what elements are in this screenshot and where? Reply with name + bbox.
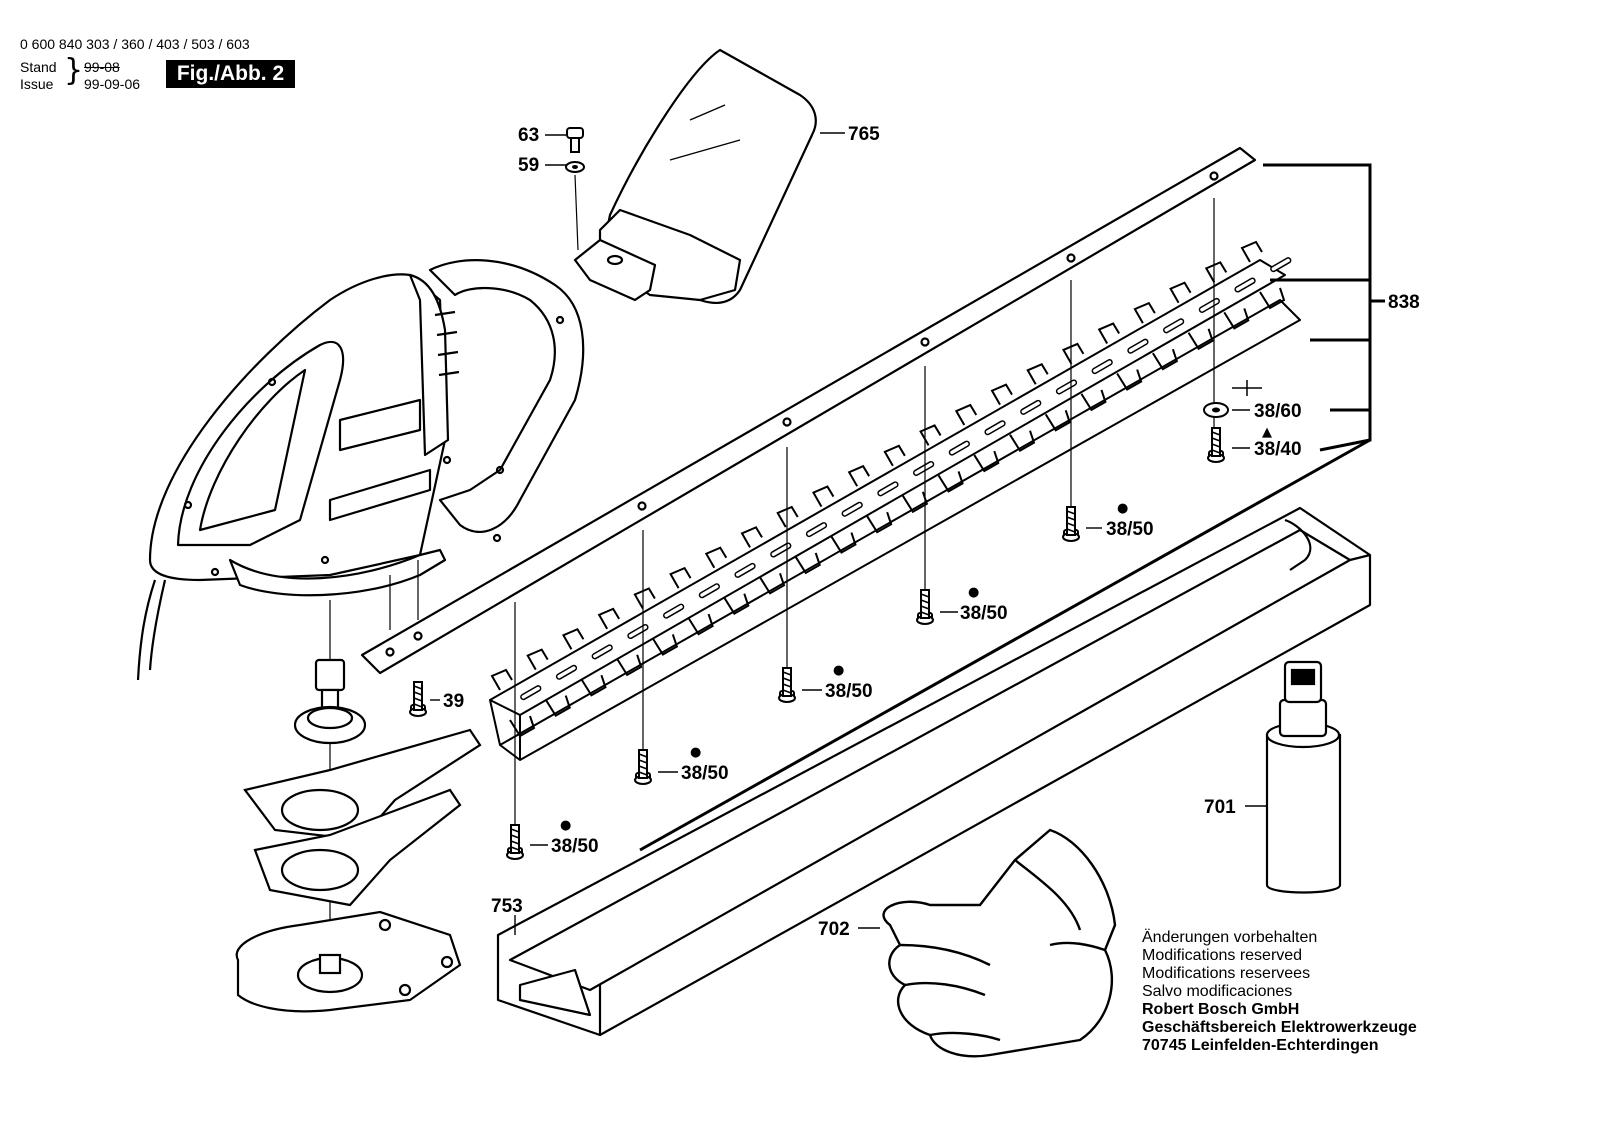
- blade-tooth: [633, 587, 679, 656]
- blade-tooth: [490, 668, 536, 738]
- blade-tooth: [1133, 301, 1179, 371]
- gloves: [882, 828, 1117, 1058]
- screw-38-50-c: [778, 667, 796, 703]
- note-line-en: Modifications reserved: [1142, 947, 1303, 964]
- bracket-838: [639, 163, 1385, 852]
- blade-tooth: [1026, 363, 1071, 432]
- blade-rail: [360, 146, 1257, 675]
- note-line-fr: Modifications reservees: [1142, 965, 1311, 982]
- callout-838: 838: [1388, 292, 1420, 313]
- screw-38-50-b: [634, 749, 652, 785]
- blade-slot: [734, 562, 756, 578]
- blade-slot: [555, 664, 578, 680]
- dot-marker-e: ●: [1117, 501, 1128, 516]
- blade-tooth: [1204, 261, 1250, 330]
- callout-59: 59: [518, 155, 539, 176]
- blade-tooth: [704, 546, 750, 616]
- blade-slot: [1163, 318, 1185, 334]
- blade-slot: [1055, 379, 1078, 395]
- motor-housing: [136, 259, 585, 681]
- blade-slot: [663, 603, 685, 619]
- part-numbers: 0 600 840 303 / 360 / 403 / 503 / 603: [20, 36, 250, 52]
- notes-block: Änderungen vorbehalten Modifications res…: [1142, 929, 1417, 1055]
- callout-38-50-c: 38/50: [825, 681, 873, 702]
- callout-38-50-a: 38/50: [551, 836, 599, 857]
- blade-slot: [520, 685, 542, 701]
- figure-label: Fig./Abb. 2: [166, 60, 295, 88]
- screw-38-40: [1207, 427, 1225, 463]
- blade-tooth: [562, 627, 607, 697]
- dot-marker-a: ●: [560, 818, 571, 833]
- stand-date: 99-08: [84, 59, 120, 75]
- blade-slot: [913, 460, 935, 476]
- issue-label: Issue: [20, 76, 54, 92]
- blade-slot: [1127, 338, 1149, 354]
- blade-slot: [1234, 277, 1256, 293]
- gear-assembly: [235, 658, 482, 1013]
- blade-tooth: [776, 505, 821, 575]
- screw-38-50-a: [506, 824, 524, 860]
- triangle-marker: ▲: [1262, 425, 1272, 440]
- note-line-de: Änderungen vorbehalten: [1142, 929, 1318, 946]
- blade-slot: [1198, 297, 1220, 313]
- brace-icon: }: [64, 53, 84, 88]
- blade-slot: [627, 624, 649, 640]
- blade-slot: [1020, 399, 1042, 415]
- blade-slot: [1270, 257, 1292, 273]
- issue-date: 99-09-06: [84, 76, 141, 92]
- callout-765: 765: [848, 124, 880, 145]
- callout-38-50-d: 38/50: [960, 603, 1008, 624]
- blade-tooth: [669, 566, 714, 636]
- blade-tooth: [1097, 322, 1143, 391]
- blade-tooth: [954, 403, 1000, 473]
- blade-tooth: [1169, 281, 1214, 351]
- callout-38-50-e: 38/50: [1106, 519, 1154, 540]
- blade-tooth: [1062, 342, 1107, 412]
- blade-tooth: [990, 383, 1036, 453]
- oil-bottle: [1265, 660, 1342, 894]
- blade-slot: [591, 644, 613, 660]
- blade-guard: [573, 48, 817, 305]
- label-leaders: [430, 132, 1267, 935]
- callout-38-50-b: 38/50: [681, 763, 729, 784]
- blade-slot: [984, 420, 1006, 436]
- callout-63: 63: [518, 125, 539, 146]
- blade-tooth: [526, 648, 571, 717]
- blade-tooth: [740, 526, 786, 595]
- screw-39: [409, 681, 427, 717]
- company-division: Geschäftsbereich Elektrowerkzeuge: [1142, 1019, 1417, 1036]
- blade-slot: [948, 440, 970, 456]
- blade-tooth: [597, 607, 643, 677]
- screw-38-50-d: [916, 589, 934, 625]
- callout-38-60: 38/60: [1254, 401, 1302, 422]
- company-address: 70745 Leinfelden-Echterdingen: [1142, 1037, 1379, 1054]
- callout-701: 701: [1204, 797, 1236, 818]
- blade-tooth: [1240, 240, 1286, 310]
- blade-tooth: [847, 464, 893, 534]
- dot-marker-d: ●: [968, 585, 979, 600]
- callout-39: 39: [443, 691, 464, 712]
- stand-label: Stand: [20, 59, 57, 75]
- blade-slot: [698, 583, 720, 599]
- washer-38-60: [1203, 380, 1262, 418]
- screw-38-50-e: [1062, 506, 1080, 542]
- blade-slot: [1091, 359, 1113, 375]
- blade-slot: [841, 501, 863, 517]
- blade-tooth: [812, 485, 857, 554]
- note-line-es: Salvo modificaciones: [1142, 983, 1293, 1000]
- screw-63: [565, 127, 585, 251]
- dot-marker-b: ●: [690, 745, 701, 760]
- callout-702: 702: [818, 919, 850, 940]
- dot-marker-c: ●: [833, 663, 844, 678]
- company-name: Robert Bosch GmbH: [1142, 1001, 1300, 1018]
- blade-scabbard: [496, 506, 1372, 1037]
- callout-38-40: 38/40: [1254, 439, 1302, 460]
- callout-753: 753: [491, 896, 523, 917]
- blade-slot: [877, 481, 899, 497]
- blade-slot: [805, 522, 828, 538]
- blade-slot: [770, 542, 792, 558]
